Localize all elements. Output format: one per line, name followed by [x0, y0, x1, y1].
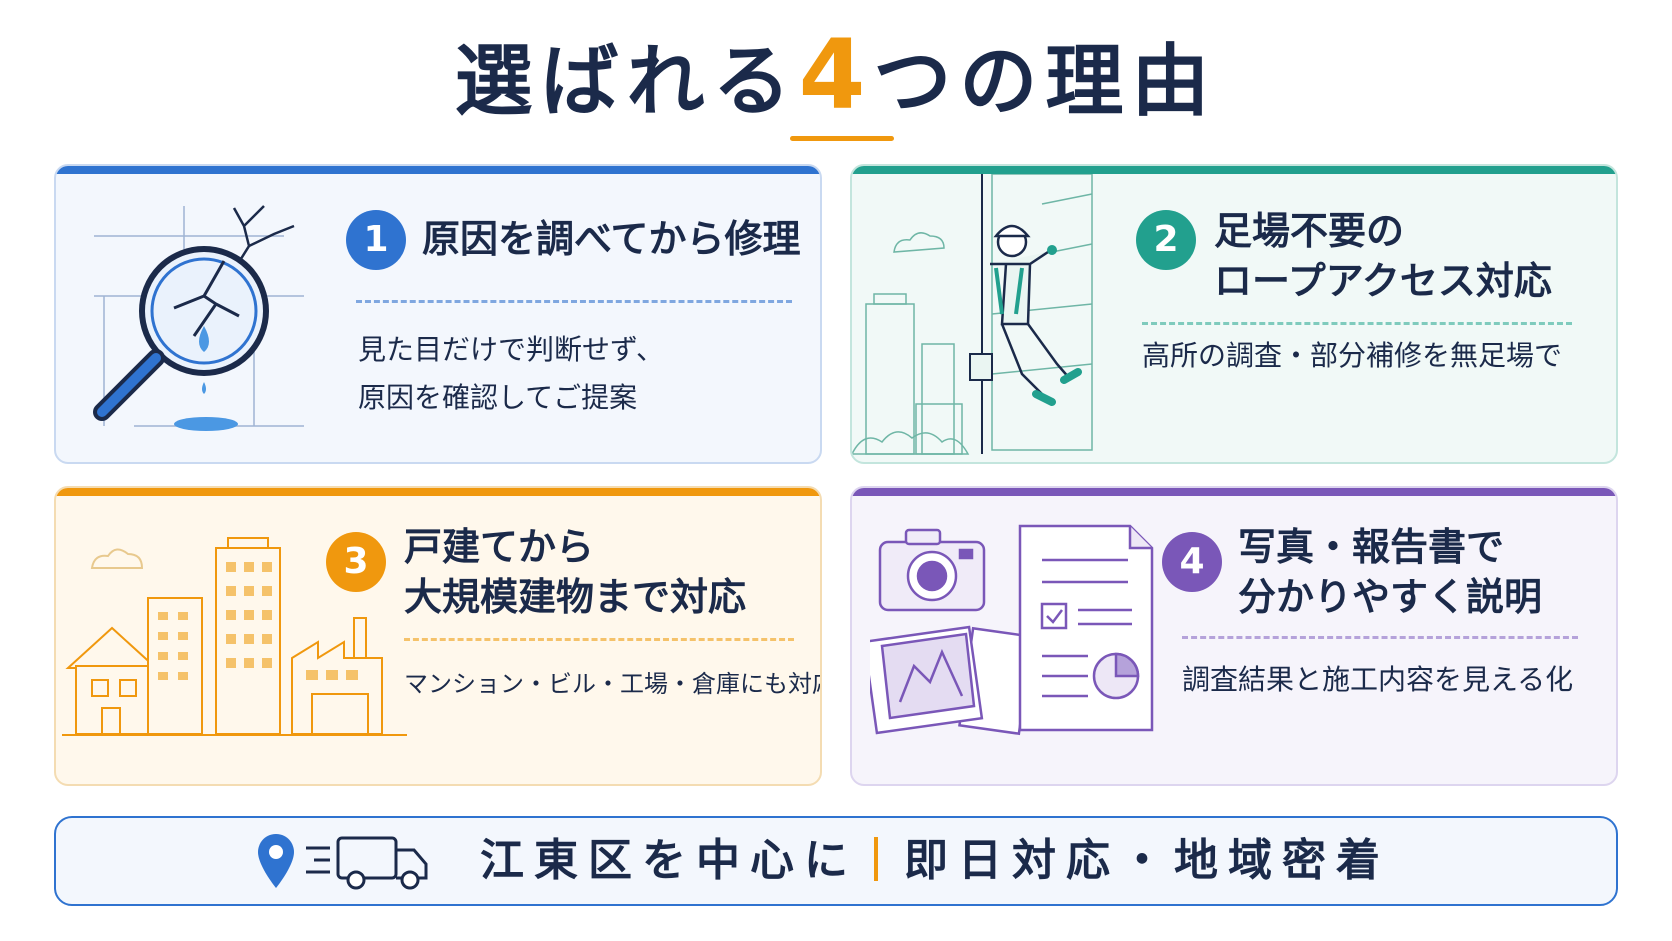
footer-text: 江東区を中心に即日対応・地域密着	[480, 818, 1390, 904]
reason-heading-line1: 足場不要の	[1214, 209, 1405, 253]
magnifier-crack-icon	[93, 205, 304, 431]
page-title: 選ばれる4つの理由	[0, 27, 1672, 127]
reason-card-2: 2 足場不要の ロープアクセス対応 高所の調査・部分補修を無足場で	[850, 164, 1618, 464]
reason-desc: 調査結果と施工内容を見える化	[1182, 663, 1574, 696]
reason-desc: 高所の調査・部分補修を無足場で	[1142, 339, 1563, 372]
reason-heading-line2: 分かりやすく説明	[1238, 575, 1543, 619]
card-accent-bar	[852, 166, 1616, 174]
rope-access-worker-icon	[852, 174, 1093, 455]
reason-desc-line2: 原因を確認してご提案	[358, 381, 638, 414]
reason-heading: 原因を調べてから修理	[422, 217, 801, 261]
card-accent-bar	[56, 488, 820, 496]
reason-card-1: 1 原因を調べてから修理 見た目だけで判断せず、 原因を確認してご提案	[54, 164, 822, 464]
buildings-icon	[62, 537, 407, 736]
reason-heading-line1: 写真・報告書で	[1238, 525, 1505, 569]
footer-left-text: 江東区を中心に	[480, 835, 858, 886]
reason-heading-line2: ロープアクセス対応	[1214, 259, 1552, 303]
title-underline	[790, 136, 894, 141]
footer-right-text: 即日対応・地域密着	[904, 835, 1390, 886]
reason-number-badge: 2	[1136, 210, 1196, 270]
title-number: 4	[798, 19, 874, 131]
reason-desc-line1: 見た目だけで判断せず、	[358, 333, 665, 366]
card-accent-bar	[56, 166, 820, 174]
reason-desc: マンション・ビル・工場・倉庫にも対応	[404, 670, 822, 698]
title-prefix: 選ばれる	[454, 37, 799, 127]
reason-card-4: 4 写真・報告書で 分かりやすく説明 調査結果と施工内容を見える化	[850, 486, 1618, 786]
reason-card-3: 3 戸建てから 大規模建物まで対応 マンション・ビル・工場・倉庫にも対応	[54, 486, 822, 786]
reason-heading-line1: 戸建てから	[404, 525, 595, 569]
dashed-divider	[1142, 322, 1572, 325]
delivery-truck-icon	[306, 836, 428, 890]
map-pin-icon	[258, 834, 294, 888]
dashed-divider	[1182, 636, 1578, 639]
dashed-divider	[356, 300, 792, 303]
reason-number-badge: 4	[1162, 532, 1222, 592]
title-suffix: つの理由	[873, 37, 1218, 127]
card-accent-bar	[852, 488, 1616, 496]
footer-banner: 江東区を中心に即日対応・地域密着	[54, 816, 1618, 906]
camera-report-icon	[870, 524, 1154, 736]
dashed-divider	[404, 638, 794, 641]
footer-separator	[874, 837, 878, 881]
reason-number-badge: 1	[346, 210, 406, 270]
reason-heading-line2: 大規模建物まで対応	[404, 575, 747, 619]
reason-number-badge: 3	[326, 532, 386, 592]
